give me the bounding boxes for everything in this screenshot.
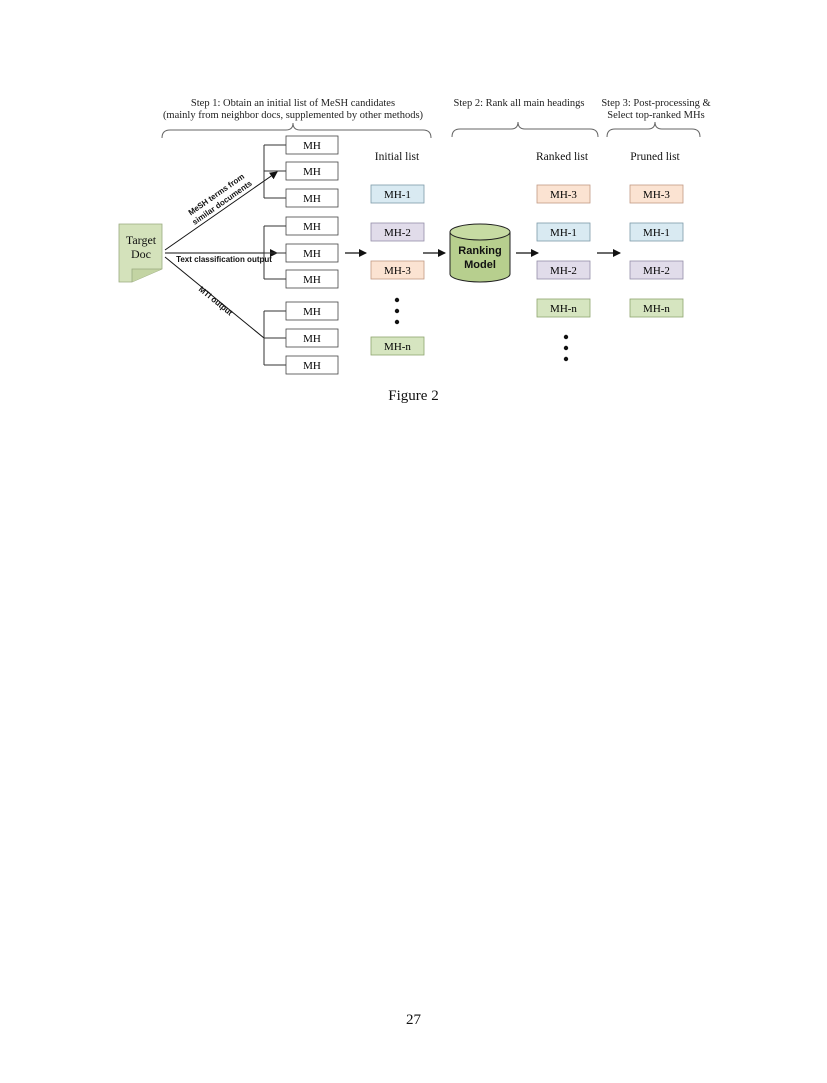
ranking-model-label-line1: Ranking — [458, 245, 501, 257]
pruned-list-title: Pruned list — [630, 151, 680, 163]
initial-list-item-label: MH-1 — [384, 189, 411, 201]
initial-list-item-label: MH-2 — [384, 227, 411, 239]
pruned-list-item: MH-3 — [629, 184, 684, 204]
mti-branch-label: MTI output — [197, 285, 235, 318]
candidate-bracket-lines — [263, 144, 286, 366]
candidate-label: MH — [303, 166, 321, 178]
step3-title-line2: Select top-ranked MHs — [607, 110, 704, 121]
ranked-list-item-label: MH-3 — [550, 189, 577, 201]
figure-caption: Figure 2 — [388, 388, 439, 404]
initial-list: MH-1 MH-2 MH-3 MH-n — [370, 184, 425, 356]
pruned-list-item-label: MH-1 — [643, 227, 670, 239]
ranked-list: MH-3 MH-1 MH-2 MH-n — [536, 184, 591, 362]
ellipsis-dot — [394, 319, 400, 325]
initial-list-item: MH-3 — [370, 260, 425, 280]
candidate-box: MH — [285, 243, 339, 263]
ellipsis-dot — [563, 356, 569, 362]
pruned-list-item-label: MH-n — [643, 303, 670, 315]
ranking-model-cylinder: Ranking Model — [449, 223, 511, 283]
initial-list-item-label: MH-n — [384, 341, 411, 353]
step2-brace — [451, 121, 599, 138]
candidate-box: MH — [285, 216, 339, 236]
target-doc-label-line1: Target — [126, 233, 157, 247]
branch-line-mti — [164, 256, 265, 339]
target-doc-label-line2: Doc — [131, 247, 151, 261]
pruned-list-item-label: MH-2 — [643, 265, 670, 277]
step1-brace — [161, 122, 432, 139]
initial-list-item: MH-1 — [370, 184, 425, 204]
candidate-boxes: MH MH MH MH MH MH — [285, 135, 339, 375]
ranked-list-item: MH-2 — [536, 260, 591, 280]
ranked-list-item: MH-3 — [536, 184, 591, 204]
initial-list-item: MH-n — [370, 336, 425, 356]
pruned-list-item-label: MH-3 — [643, 189, 670, 201]
step2-title: Step 2: Rank all main headings — [454, 98, 585, 109]
candidate-box: MH — [285, 301, 339, 321]
ranked-list-title: Ranked list — [536, 151, 589, 163]
pruned-list: MH-3 MH-1 MH-2 MH-n — [629, 184, 684, 318]
candidate-box: MH — [285, 135, 339, 155]
ranked-list-item-label: MH-n — [550, 303, 577, 315]
candidate-label: MH — [303, 360, 321, 372]
ellipsis-dot — [563, 334, 569, 340]
mesh-pipeline-diagram: Step 1: Obtain an initial list of MeSH c… — [118, 98, 711, 375]
branch-arrow-mesh — [164, 171, 278, 251]
pruned-list-item: MH-2 — [629, 260, 684, 280]
initial-list-title: Initial list — [375, 151, 420, 163]
ranking-model-label-line2: Model — [464, 259, 496, 271]
text-classification-branch-label: Text classification output — [176, 255, 272, 264]
ellipsis-dot — [563, 345, 569, 351]
ellipsis-dot — [394, 297, 400, 303]
candidate-label: MH — [303, 306, 321, 318]
step1-title-line2: (mainly from neighbor docs, supplemented… — [163, 110, 424, 121]
step3-title-line1: Step 3: Post-processing & — [601, 98, 710, 109]
candidate-label: MH — [303, 221, 321, 233]
candidate-label: MH — [303, 274, 321, 286]
target-doc: Target Doc — [118, 223, 163, 283]
ellipsis-dot — [394, 308, 400, 314]
initial-list-item: MH-2 — [370, 222, 425, 242]
initial-list-item-label: MH-3 — [384, 265, 411, 277]
step3-brace — [606, 121, 701, 138]
candidate-box: MH — [285, 355, 339, 375]
ranked-list-item: MH-n — [536, 298, 591, 318]
candidate-label: MH — [303, 140, 321, 152]
pruned-list-item: MH-n — [629, 298, 684, 318]
step1-title-line1: Step 1: Obtain an initial list of MeSH c… — [191, 98, 395, 109]
candidate-box: MH — [285, 161, 339, 181]
pruned-list-item: MH-1 — [629, 222, 684, 242]
ranked-list-item: MH-1 — [536, 222, 591, 242]
candidate-label: MH — [303, 333, 321, 345]
page-number: 27 — [406, 1012, 421, 1028]
candidate-label: MH — [303, 193, 321, 205]
ranked-list-item-label: MH-2 — [550, 265, 577, 277]
candidate-box: MH — [285, 188, 339, 208]
candidate-box: MH — [285, 269, 339, 289]
ranked-list-item-label: MH-1 — [550, 227, 577, 239]
candidate-label: MH — [303, 248, 321, 260]
candidate-box: MH — [285, 328, 339, 348]
